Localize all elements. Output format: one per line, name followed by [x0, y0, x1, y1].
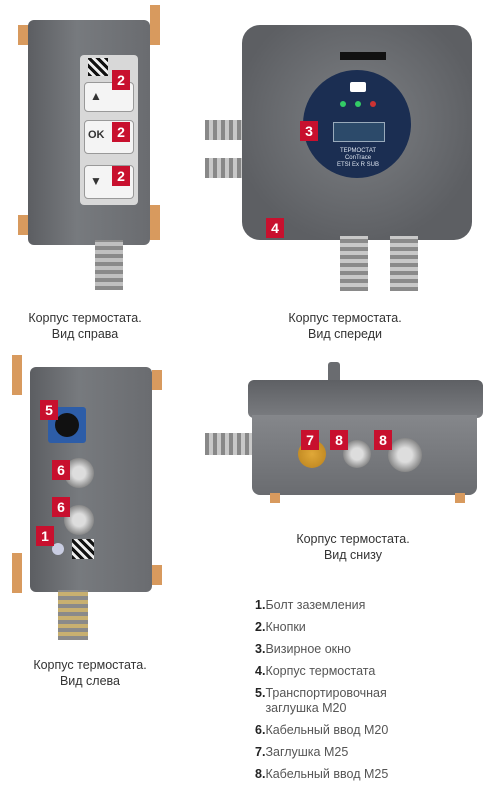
callout-badge: 6: [52, 497, 70, 517]
legend-text: Кнопки: [265, 620, 306, 634]
caption-bottom: Корпус термостата. Вид снизу: [268, 531, 438, 563]
legend-num: 7.: [255, 745, 266, 759]
legend-num: 1.: [255, 598, 266, 612]
led-indicator: [370, 101, 376, 107]
legend-num: 2.: [255, 620, 266, 634]
legend-text: Транспортировочная заглушка М20: [265, 686, 387, 715]
cable-conduit: [58, 590, 88, 640]
panel-title: ТЕРМОСТАТ: [339, 148, 377, 154]
mount-rail: [152, 370, 162, 390]
legend-num: 3.: [255, 642, 266, 656]
callout-badge: 8: [374, 430, 392, 450]
caption-line: Вид справа: [51, 327, 119, 341]
legend-text: Кабельный ввод М20: [265, 723, 389, 737]
caption-line: Вид снизу: [323, 548, 383, 562]
legend-text: Заглушка М25: [265, 745, 349, 759]
callout-badge: 5: [40, 400, 58, 420]
legend-num: 6.: [255, 723, 266, 737]
legend-text: Кабельный ввод М25: [265, 767, 389, 781]
legend-num: 5.: [255, 686, 266, 700]
bottom-gland: [390, 236, 418, 291]
caption-line: Корпус термостата.: [288, 311, 402, 325]
ground-bolt: [52, 543, 64, 555]
legend-item: 7.Заглушка М25: [255, 745, 348, 760]
legend-num: 8.: [255, 767, 266, 781]
figure-left-view: 5 6 6 1: [0, 345, 200, 645]
cable-gland: [388, 438, 422, 472]
caption-right: Корпус термостата. Вид справа: [0, 310, 170, 342]
panel-brand: ConTrace: [344, 155, 372, 161]
mount-rail: [18, 215, 28, 235]
qr-code-icon: [72, 539, 94, 559]
legend-item: 6.Кабельный ввод М20: [255, 723, 388, 738]
legend-item: 4.Корпус термостата: [255, 664, 375, 679]
cable-conduit: [95, 240, 123, 290]
left-glands: [205, 120, 250, 140]
caption-line: Вид спереди: [308, 327, 382, 341]
up-button[interactable]: ▲: [84, 82, 134, 112]
plug-cap: [55, 413, 79, 437]
callout-badge: 4: [266, 218, 284, 238]
caption-line: Корпус термостата.: [296, 532, 410, 546]
mount-rail: [270, 493, 280, 503]
legend-num: 4.: [255, 664, 266, 678]
caption-line: Корпус термостата.: [33, 658, 147, 672]
mount-rail: [152, 565, 162, 585]
bottom-gland: [340, 236, 368, 291]
figure-right-view: ▲ OK ▼ 2 2 2: [0, 0, 200, 300]
callout-badge: 1: [36, 526, 54, 546]
legend-text: Болт заземления: [265, 598, 366, 612]
callout-badge: 3: [300, 121, 318, 141]
down-arrow-icon: ▼: [90, 174, 102, 188]
figure-bottom-view: 7 8 8: [200, 360, 485, 520]
panel-model: ETSI Ex R SUB: [336, 162, 379, 168]
mount-rail: [150, 5, 160, 45]
led-indicator: [340, 101, 346, 107]
led-indicator: [355, 101, 361, 107]
legend-text: Корпус термостата: [265, 664, 376, 678]
mount-rail: [12, 553, 22, 593]
mount-rail: [18, 25, 28, 45]
left-gland: [205, 433, 255, 455]
qr-code-icon: [88, 58, 108, 76]
up-arrow-icon: ▲: [90, 89, 102, 103]
ok-label: OK: [88, 129, 105, 141]
caption-left: Корпус термостата. Вид слева: [5, 657, 175, 689]
left-glands: [205, 158, 250, 178]
callout-badge: 2: [112, 166, 130, 186]
mount-rail: [12, 355, 22, 395]
legend-text: Визирное окно: [265, 642, 351, 656]
callout-badge: 7: [301, 430, 319, 450]
logo: [350, 82, 366, 92]
callout-badge: 6: [52, 460, 70, 480]
transport-plug: [48, 407, 86, 443]
legend-item: 5.Транспортировочная заглушка М20: [255, 686, 445, 716]
mount-rail: [455, 493, 465, 503]
housing-lid: [248, 380, 483, 418]
panel-text: ТЕРМОСТАТ ConTrace ETSI Ex R SUB: [318, 148, 398, 169]
callout-badge: 2: [112, 70, 130, 90]
mount-rail: [150, 205, 160, 240]
display-window: [333, 122, 385, 142]
caption-line: Корпус термостата.: [28, 311, 142, 325]
legend-item: 3.Визирное окно: [255, 642, 351, 657]
legend-item: 1.Болт заземления: [255, 598, 365, 613]
nameplate: [340, 52, 386, 60]
callout-badge: 8: [330, 430, 348, 450]
legend-item: 2.Кнопки: [255, 620, 306, 635]
caption-front: Корпус термостата. Вид спереди: [260, 310, 430, 342]
legend-item: 8.Кабельный ввод М25: [255, 767, 388, 782]
caption-line: Вид слева: [59, 674, 121, 688]
figure-front-view: ТЕРМОСТАТ ConTrace ETSI Ex R SUB 3 4: [200, 0, 485, 300]
callout-badge: 2: [112, 122, 130, 142]
